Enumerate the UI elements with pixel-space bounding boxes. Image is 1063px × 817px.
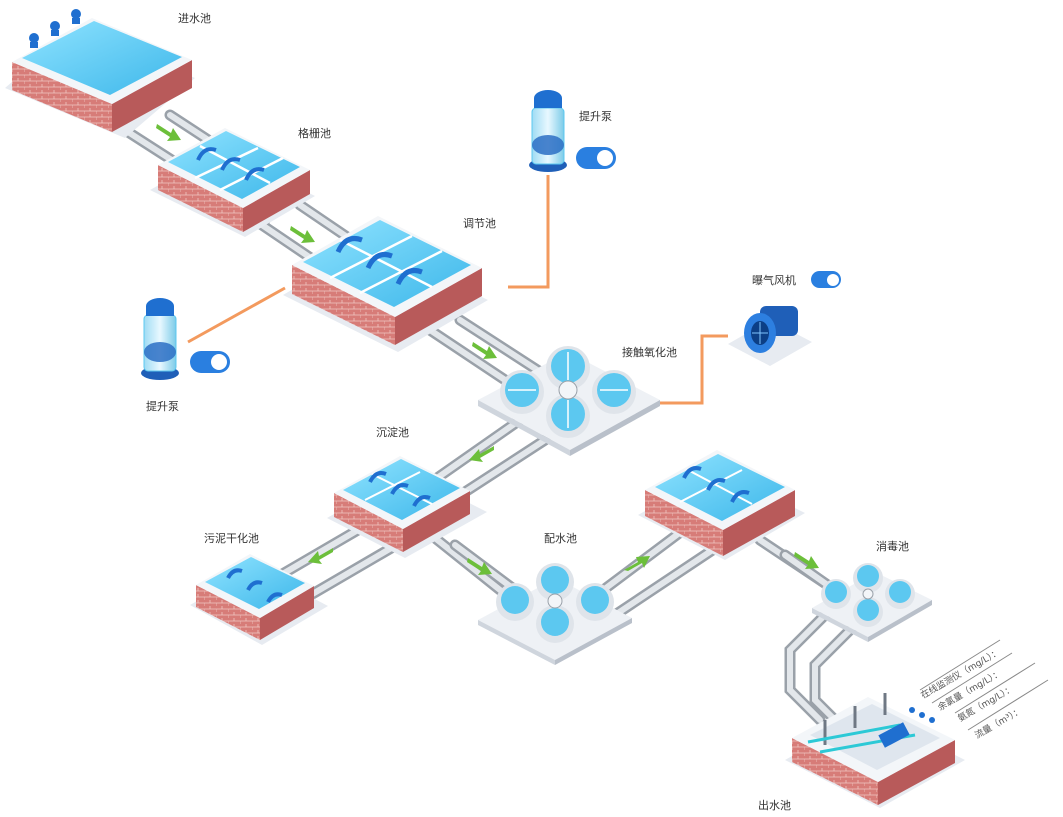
sludge-drying-tank[interactable] bbox=[190, 554, 328, 645]
pipe-arm-icon bbox=[226, 568, 283, 603]
pipe-arm-icon bbox=[682, 466, 750, 503]
flow-arrow-icon bbox=[469, 446, 494, 462]
distribution-tank[interactable] bbox=[478, 563, 632, 665]
toggle-knob bbox=[211, 354, 227, 370]
outlet-tank-label: 出水池 bbox=[758, 799, 791, 812]
flow-arrow-icon bbox=[156, 124, 181, 141]
aeration-fan[interactable] bbox=[728, 306, 812, 366]
inlet-tank-label: 进水池 bbox=[178, 12, 211, 25]
grid-tank-label: 格栅池 bbox=[298, 127, 331, 140]
disinfection-tank-label: 消毒池 bbox=[876, 540, 909, 553]
sedimentation-tank-label: 沉淀池 bbox=[376, 426, 409, 439]
flow-arrow-icon bbox=[467, 558, 492, 575]
sedimentation-tank[interactable] bbox=[327, 456, 487, 558]
disinfection-tank[interactable] bbox=[812, 563, 932, 642]
clarifier-icon bbox=[500, 346, 636, 438]
lift-pump-left[interactable] bbox=[141, 298, 179, 380]
lift-pump-top[interactable] bbox=[529, 90, 567, 172]
metric-leaders bbox=[919, 639, 1049, 731]
aeration-fan-toggle[interactable] bbox=[811, 271, 841, 288]
pipe-arm-icon bbox=[196, 147, 265, 181]
lift-pump-top-toggle[interactable] bbox=[576, 147, 616, 169]
flow-arrows bbox=[156, 124, 819, 575]
grid-tank[interactable] bbox=[150, 128, 315, 237]
dosing-unit-icon bbox=[878, 707, 935, 748]
contact-oxidation-tank-label: 接触氧化池 bbox=[622, 346, 677, 359]
lift-pump-left-label: 提升泵 bbox=[146, 400, 179, 413]
lift-pump-top-label: 提升泵 bbox=[579, 110, 612, 123]
lift-pump-left-toggle[interactable] bbox=[190, 351, 230, 373]
disinfection-basin[interactable] bbox=[638, 450, 805, 560]
regulating-tank-label: 调节池 bbox=[463, 217, 496, 230]
inlet-tank[interactable] bbox=[5, 9, 195, 138]
valve-icon bbox=[29, 9, 81, 48]
regulating-tank[interactable] bbox=[283, 216, 488, 352]
control-links bbox=[187, 175, 728, 405]
distribution-tank-label: 配水池 bbox=[544, 532, 577, 545]
flow-arrow-icon bbox=[308, 548, 333, 564]
flow-arrow-icon bbox=[472, 342, 497, 359]
clarifier-icon bbox=[821, 563, 915, 627]
clarifier-icon bbox=[496, 563, 614, 643]
toggle-knob bbox=[597, 150, 613, 166]
pipe-arm-icon bbox=[335, 236, 423, 286]
flow-arrow-icon bbox=[290, 226, 315, 243]
pipe-arm-icon bbox=[368, 471, 431, 507]
outlet-tank[interactable] bbox=[785, 693, 965, 808]
contact-oxidation-tank[interactable] bbox=[478, 346, 660, 456]
toggle-knob bbox=[826, 273, 839, 286]
flow-arrow-icon bbox=[794, 552, 819, 569]
sludge-drying-tank-label: 污泥干化池 bbox=[204, 532, 259, 545]
aeration-fan-label: 曝气风机 bbox=[752, 274, 796, 287]
flow-arrow-icon bbox=[624, 556, 650, 571]
